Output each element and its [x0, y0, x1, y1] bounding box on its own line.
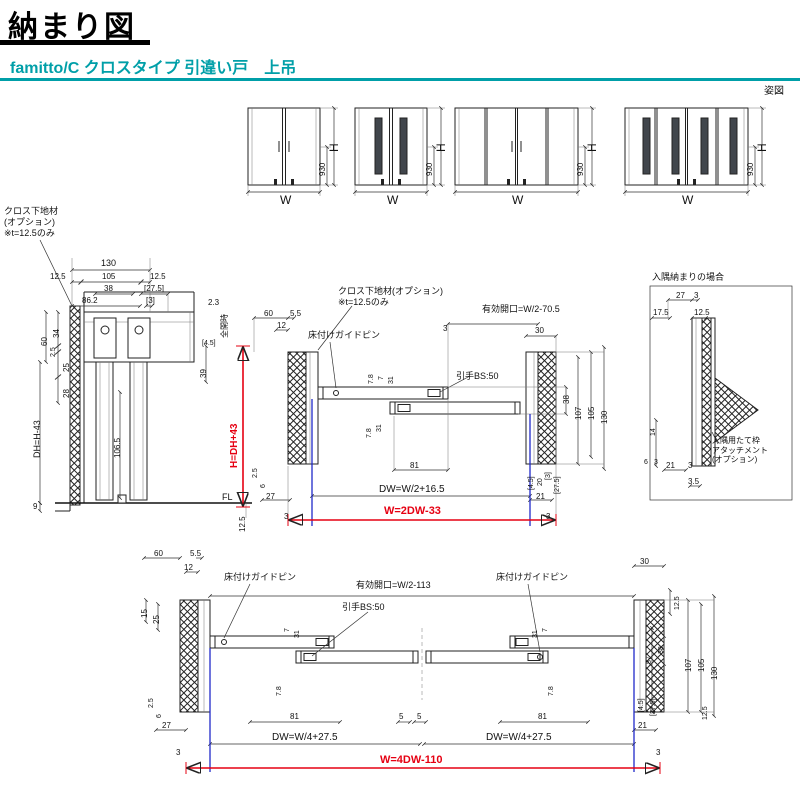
pull-handle [527, 653, 541, 661]
floor-guide-pin [221, 639, 227, 645]
corner-wall-return [714, 377, 759, 443]
right-jamb-hatch [537, 351, 557, 465]
door-panel-section [95, 361, 114, 501]
door-panel-plan [295, 650, 419, 664]
hanger-roller [134, 325, 144, 335]
floor-guide-pin [537, 654, 543, 660]
corner-attachment-frame [710, 317, 716, 467]
floor-guide [117, 494, 127, 504]
pull-handle [315, 638, 329, 646]
elevation-diagrams [246, 106, 766, 196]
plan-section-4panel [142, 556, 716, 774]
corner-detail-border [649, 285, 793, 501]
title-underline [0, 40, 150, 45]
pull-handle [397, 404, 411, 412]
elevation-2panel-glazed [353, 106, 445, 196]
page-title: 納まり図 [8, 11, 136, 44]
vertical-section-drawing [38, 239, 252, 518]
subtitle-bar: famitto/C クロスタイプ 引違い戸 上吊 [0, 48, 800, 81]
door-panel-plan [509, 635, 635, 649]
subtitle: famitto/C クロスタイプ 引違い戸 上吊 [10, 60, 297, 77]
door-panel-section [129, 361, 148, 501]
corner-detail [649, 285, 793, 501]
door-panel-plan [425, 650, 549, 664]
pull-handle [515, 638, 529, 646]
right-jamb-hatch [645, 599, 665, 713]
pull-handle [303, 653, 317, 661]
wall-stud-hatch [69, 305, 81, 506]
pull-handle [427, 389, 441, 397]
door-panel-plan [209, 635, 335, 649]
elevation-2panel-flush [246, 106, 338, 196]
elevation-4panel-glazed [623, 106, 766, 196]
door-panel-plan [389, 401, 521, 415]
door-panel-plan [317, 386, 449, 400]
left-jamb-hatch [179, 599, 199, 713]
elevation-4panel-flush [453, 106, 596, 196]
left-jamb-hatch [287, 351, 307, 465]
hanger-roller [100, 325, 110, 335]
corner-wall-hatch [701, 317, 712, 467]
plan-section-2panel [252, 305, 606, 526]
floor-guide-pin [333, 390, 339, 396]
